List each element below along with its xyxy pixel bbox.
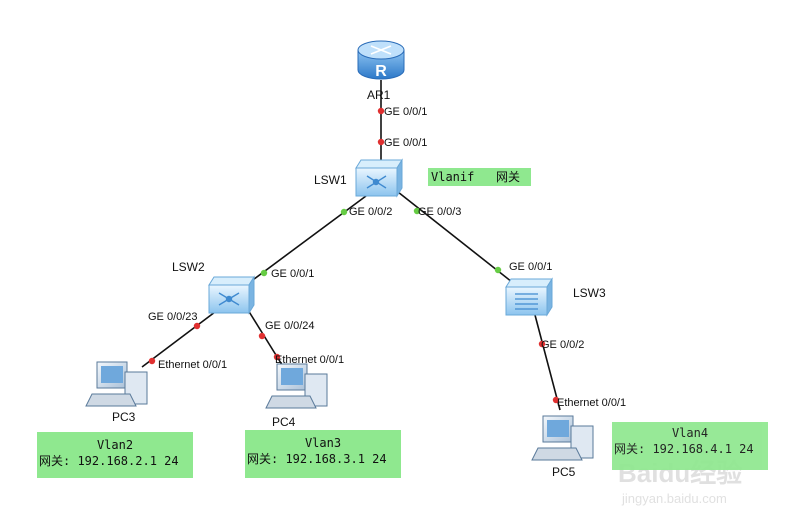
l2-switch-lines-icon: [515, 293, 538, 310]
port-dot: [193, 322, 201, 330]
port-dot: [538, 340, 546, 348]
switch-lsw3[interactable]: [505, 277, 553, 317]
port-dot: [340, 208, 348, 216]
link-lsw2-pc3: [141, 311, 216, 368]
vlan2-title: Vlan2: [96, 438, 134, 452]
device-label-lsw2: LSW2: [172, 260, 205, 274]
vlan3-title: Vlan3: [304, 436, 342, 450]
watermark-url: jingyan.baidu.com: [621, 491, 727, 506]
port-label: Ethernet 0/0/1: [557, 397, 626, 409]
port-dot: [148, 357, 156, 365]
port-label: GE 0/0/23: [148, 311, 198, 323]
port-dot: [260, 269, 268, 277]
router-ar1[interactable]: R: [357, 40, 405, 80]
router-arrows-icon: [370, 45, 392, 55]
vlanif-gateway-note: Vlanif 网关: [428, 168, 531, 186]
port-label: GE 0/0/3: [418, 206, 461, 218]
port-label: GE 0/0/1: [384, 106, 427, 118]
device-label-lsw1: LSW1: [314, 173, 347, 187]
port-dot: [273, 353, 281, 361]
l3-switch-arrows-icon: [366, 175, 387, 189]
port-dot: [494, 266, 502, 274]
port-label: GE 0/0/1: [384, 137, 427, 149]
vlan4-gateway: 网关: 192.168.4.1 24: [614, 442, 754, 456]
vlan4-title: Vlan4: [671, 426, 709, 440]
port-label: GE 0/0/2: [541, 339, 584, 351]
port-label: Ethernet 0/0/1: [275, 354, 344, 366]
port-label: GE 0/0/1: [271, 268, 314, 280]
device-label-ar1: AR1: [367, 88, 391, 102]
vlan2-gateway: 网关: 192.168.2.1 24: [39, 454, 179, 468]
pc5[interactable]: [531, 415, 594, 461]
pc3[interactable]: [85, 361, 148, 407]
port-label: GE 0/0/24: [265, 320, 315, 332]
device-label-pc5: PC5: [552, 465, 576, 479]
link-lsw3-pc5: [534, 314, 561, 411]
vlan2-note: Vlan2 网关: 192.168.2.1 24: [37, 432, 193, 478]
port-dot: [377, 107, 385, 115]
l3-switch-arrows-icon: [218, 292, 240, 306]
vlan3-note: Vlan3 网关: 192.168.3.1 24: [245, 430, 401, 478]
port-dot: [413, 207, 421, 215]
port-label: GE 0/0/1: [509, 261, 552, 273]
router-r-icon: R: [375, 63, 387, 80]
device-label-lsw3: LSW3: [573, 286, 606, 300]
device-label-pc4: PC4: [272, 415, 296, 429]
port-dots: [148, 107, 560, 404]
port-dot: [552, 396, 560, 404]
port-label: GE 0/0/2: [349, 206, 392, 218]
vlan3-gateway: 网关: 192.168.3.1 24: [247, 452, 387, 466]
pc4[interactable]: [265, 363, 328, 409]
port-dot: [258, 332, 266, 340]
vlan4-note: Vlan4 网关: 192.168.4.1 24: [612, 422, 768, 470]
link-lsw1-lsw3: [397, 191, 513, 283]
switch-lsw2[interactable]: [208, 275, 255, 315]
port-label: Ethernet 0/0/1: [158, 359, 227, 371]
switch-lsw1[interactable]: [355, 158, 403, 198]
port-dot: [377, 138, 385, 146]
device-label-pc3: PC3: [112, 410, 136, 424]
